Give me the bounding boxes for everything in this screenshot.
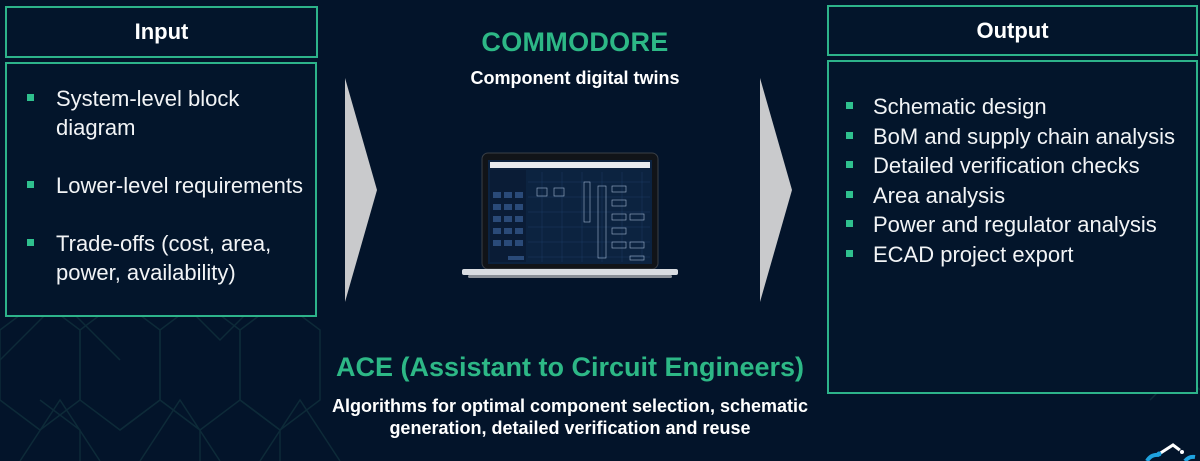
- input-header-label: Input: [134, 19, 189, 44]
- square-bullet-icon: [27, 239, 34, 246]
- square-bullet-icon: [846, 249, 853, 257]
- input-header: Input: [5, 6, 318, 58]
- list-item: System-level block diagram: [9, 84, 309, 142]
- list-item-label: System-level block diagram: [56, 86, 240, 140]
- input-list: System-level block diagram Lower-level r…: [9, 84, 309, 316]
- list-item-label: Schematic design: [873, 94, 1047, 119]
- list-item: BoM and supply chain analysis: [831, 122, 1196, 152]
- list-item-label: BoM and supply chain analysis: [873, 123, 1176, 149]
- commodore-subtitle: Component digital twins: [470, 68, 680, 88]
- laptop-screenshot-image: [462, 152, 678, 278]
- square-bullet-icon: [846, 220, 853, 227]
- list-item: Schematic design: [831, 92, 1196, 122]
- commodore-title: COMMODORE: [481, 27, 669, 57]
- square-bullet-icon: [846, 190, 853, 198]
- output-panel: Schematic design BoM and supply chain an…: [827, 60, 1198, 394]
- output-header: Output: [827, 5, 1198, 56]
- list-item: Area analysis: [831, 181, 1196, 211]
- list-item-label: Area analysis: [873, 182, 1006, 208]
- input-panel: System-level block diagram Lower-level r…: [5, 62, 317, 317]
- list-item: ECAD project export: [831, 240, 1196, 270]
- output-header-label: Output: [976, 17, 1049, 43]
- square-bullet-icon: [846, 161, 853, 168]
- square-bullet-icon: [27, 94, 34, 101]
- list-item-label: Power and regulator analysis: [873, 212, 1157, 237]
- ace-title: ACE (Assistant to Circuit Engineers): [335, 352, 805, 382]
- output-list: Schematic design BoM and supply chain an…: [831, 92, 1196, 269]
- list-item-label: Detailed verification checks: [873, 153, 1140, 178]
- logo-icon: [1145, 443, 1196, 461]
- square-bullet-icon: [846, 102, 853, 109]
- square-bullet-icon: [27, 181, 34, 188]
- list-item-label: ECAD project export: [873, 241, 1074, 267]
- arrow-right-icon: [760, 78, 792, 302]
- list-item: Lower-level requirements: [9, 171, 309, 200]
- arrow-right-icon: [345, 78, 377, 302]
- list-item-label: Lower-level requirements: [56, 173, 303, 198]
- square-bullet-icon: [846, 131, 853, 139]
- list-item: Trade-offs (cost, area, power, availabil…: [9, 229, 309, 287]
- list-item: Power and regulator analysis: [831, 210, 1196, 240]
- ace-subtitle: Algorithms for optimal component selecti…: [331, 396, 809, 438]
- list-item-label: Trade-offs (cost, area, power, availabil…: [56, 231, 272, 285]
- list-item: Detailed verification checks: [831, 151, 1196, 181]
